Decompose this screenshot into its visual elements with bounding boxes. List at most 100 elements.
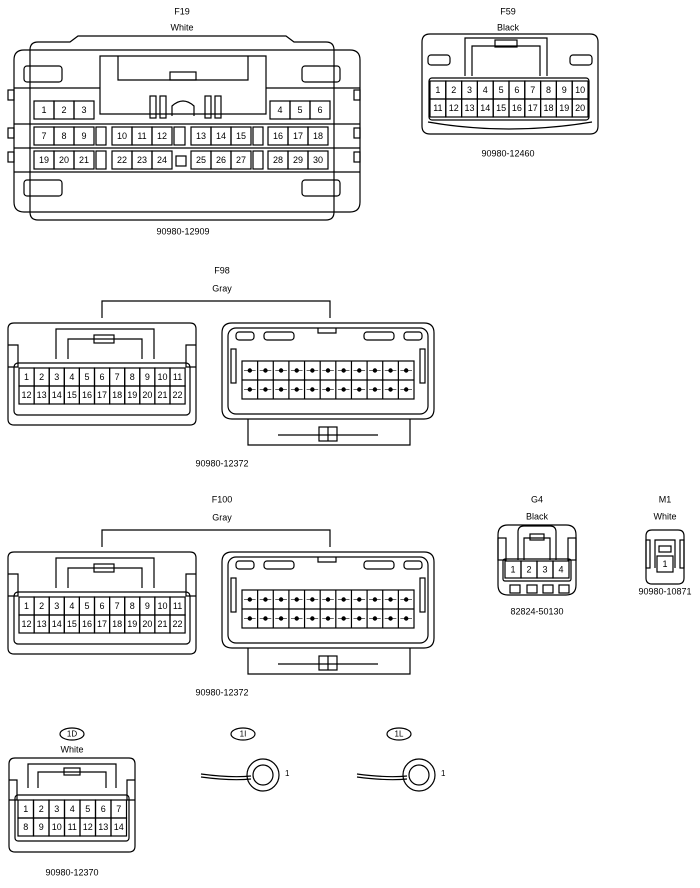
- blank-cavity: [95, 150, 107, 170]
- terminal-number: 13: [37, 390, 47, 400]
- terminal-number: 1: [23, 804, 28, 814]
- latch-slot: [263, 560, 295, 570]
- terminal-number: 22: [173, 619, 183, 629]
- terminal-number: 16: [273, 131, 283, 141]
- terminal-number: 14: [114, 822, 124, 832]
- terminal-number: 9: [39, 822, 44, 832]
- latch-slot: [363, 331, 395, 341]
- terminal-number: 10: [157, 601, 167, 611]
- side-latch: [8, 344, 19, 368]
- blank-cavity: [252, 126, 264, 146]
- part-number: 90980-12460: [481, 148, 534, 158]
- terminal-number: 3: [54, 601, 59, 611]
- terminal-number: 3: [54, 372, 59, 382]
- terminal-number: 22: [173, 390, 183, 400]
- terminal-number: 2: [39, 372, 44, 382]
- terminal-number: 4: [69, 372, 74, 382]
- terminal-number: 19: [559, 103, 569, 113]
- blank-cavity: [173, 126, 186, 146]
- terminal-panel: [14, 794, 130, 842]
- part-number: 90980-12909: [156, 226, 209, 236]
- latch-frame-inner: [67, 567, 143, 588]
- housing-outline: [7, 551, 197, 655]
- side-rib: [230, 348, 237, 384]
- terminal-number: 8: [23, 822, 28, 832]
- terminal-number: 15: [496, 103, 506, 113]
- terminal-number: 9: [145, 601, 150, 611]
- side-latch: [185, 573, 196, 597]
- rear-tab: [509, 584, 521, 594]
- terminal-number: 17: [528, 103, 538, 113]
- part-number: 90980-10871: [638, 586, 691, 596]
- terminal-number: 3: [467, 85, 472, 95]
- terminal-number: 19: [127, 619, 137, 629]
- side-tab: [353, 89, 361, 101]
- side-latch: [126, 779, 135, 801]
- terminal-number: 2: [451, 85, 456, 95]
- terminal-panel: [13, 362, 191, 416]
- terminal-number: 16: [512, 103, 522, 113]
- terminal-number: 4: [277, 105, 282, 115]
- terminal-number: 20: [142, 390, 152, 400]
- terminal-number: 1: [441, 769, 446, 778]
- terminal-number: 11: [173, 601, 182, 611]
- terminal-number: 11: [68, 822, 77, 832]
- terminal-number: 22: [117, 155, 127, 165]
- terminal-number: 17: [97, 619, 107, 629]
- terminal-number: 15: [236, 131, 246, 141]
- latch-frame-inner: [37, 771, 107, 788]
- terminal-number: 9: [562, 85, 567, 95]
- terminal-cell: [656, 555, 674, 573]
- connector-color: Black: [497, 22, 520, 32]
- pair-bracket: [101, 300, 331, 318]
- terminal-cell: [73, 126, 95, 146]
- latch-slot: [235, 560, 255, 570]
- latch-slot: [363, 560, 395, 570]
- terminal-number: 7: [115, 372, 120, 382]
- side-tab: [353, 151, 361, 163]
- terminal-number: 16: [82, 390, 92, 400]
- side-rib: [230, 577, 237, 613]
- side-latch: [9, 779, 18, 801]
- latch-tab: [658, 545, 672, 553]
- terminal-number: 6: [514, 85, 519, 95]
- ring-terminal-hole: [252, 764, 274, 786]
- corner-latch: [301, 65, 341, 83]
- side-tab: [7, 127, 15, 139]
- terminal-number: 11: [433, 103, 442, 113]
- connector-color: White: [170, 22, 193, 32]
- terminal-cell: [307, 150, 329, 170]
- housing-inner: [227, 556, 429, 644]
- terminal-number: 8: [130, 372, 135, 382]
- terminal-cell: [169, 385, 186, 405]
- terminal-number: 16: [82, 619, 92, 629]
- terminal-number: 13: [37, 619, 47, 629]
- terminal-number: 8: [546, 85, 551, 95]
- terminal-cell: [73, 150, 95, 170]
- latch-frame: [27, 763, 117, 788]
- center-hood-inner: [117, 56, 249, 81]
- connector-color: Black: [526, 511, 549, 521]
- guide-rib: [159, 95, 167, 119]
- terminal-number: 28: [273, 155, 283, 165]
- terminal-number: 20: [575, 103, 585, 113]
- terminal-number: 10: [157, 372, 167, 382]
- latch-frame: [55, 328, 155, 359]
- wire-lead: [200, 773, 252, 778]
- wire-lead: [200, 776, 252, 781]
- connector-color: Gray: [212, 512, 232, 522]
- terminal-number: 14: [216, 131, 226, 141]
- connector-c1l: 1L 1: [356, 727, 446, 792]
- connector-label: 1L: [395, 730, 404, 739]
- key-notch: [317, 328, 337, 334]
- terminal-number: 15: [67, 390, 77, 400]
- terminal-number: 11: [137, 131, 146, 141]
- rear-cover: [247, 419, 411, 446]
- latch-slot: [403, 560, 423, 570]
- terminal-number: 11: [173, 372, 182, 382]
- terminal-number: 5: [297, 105, 302, 115]
- corner-latch: [23, 179, 63, 197]
- terminal-number: 2: [526, 564, 531, 574]
- terminal-number: 1: [24, 372, 29, 382]
